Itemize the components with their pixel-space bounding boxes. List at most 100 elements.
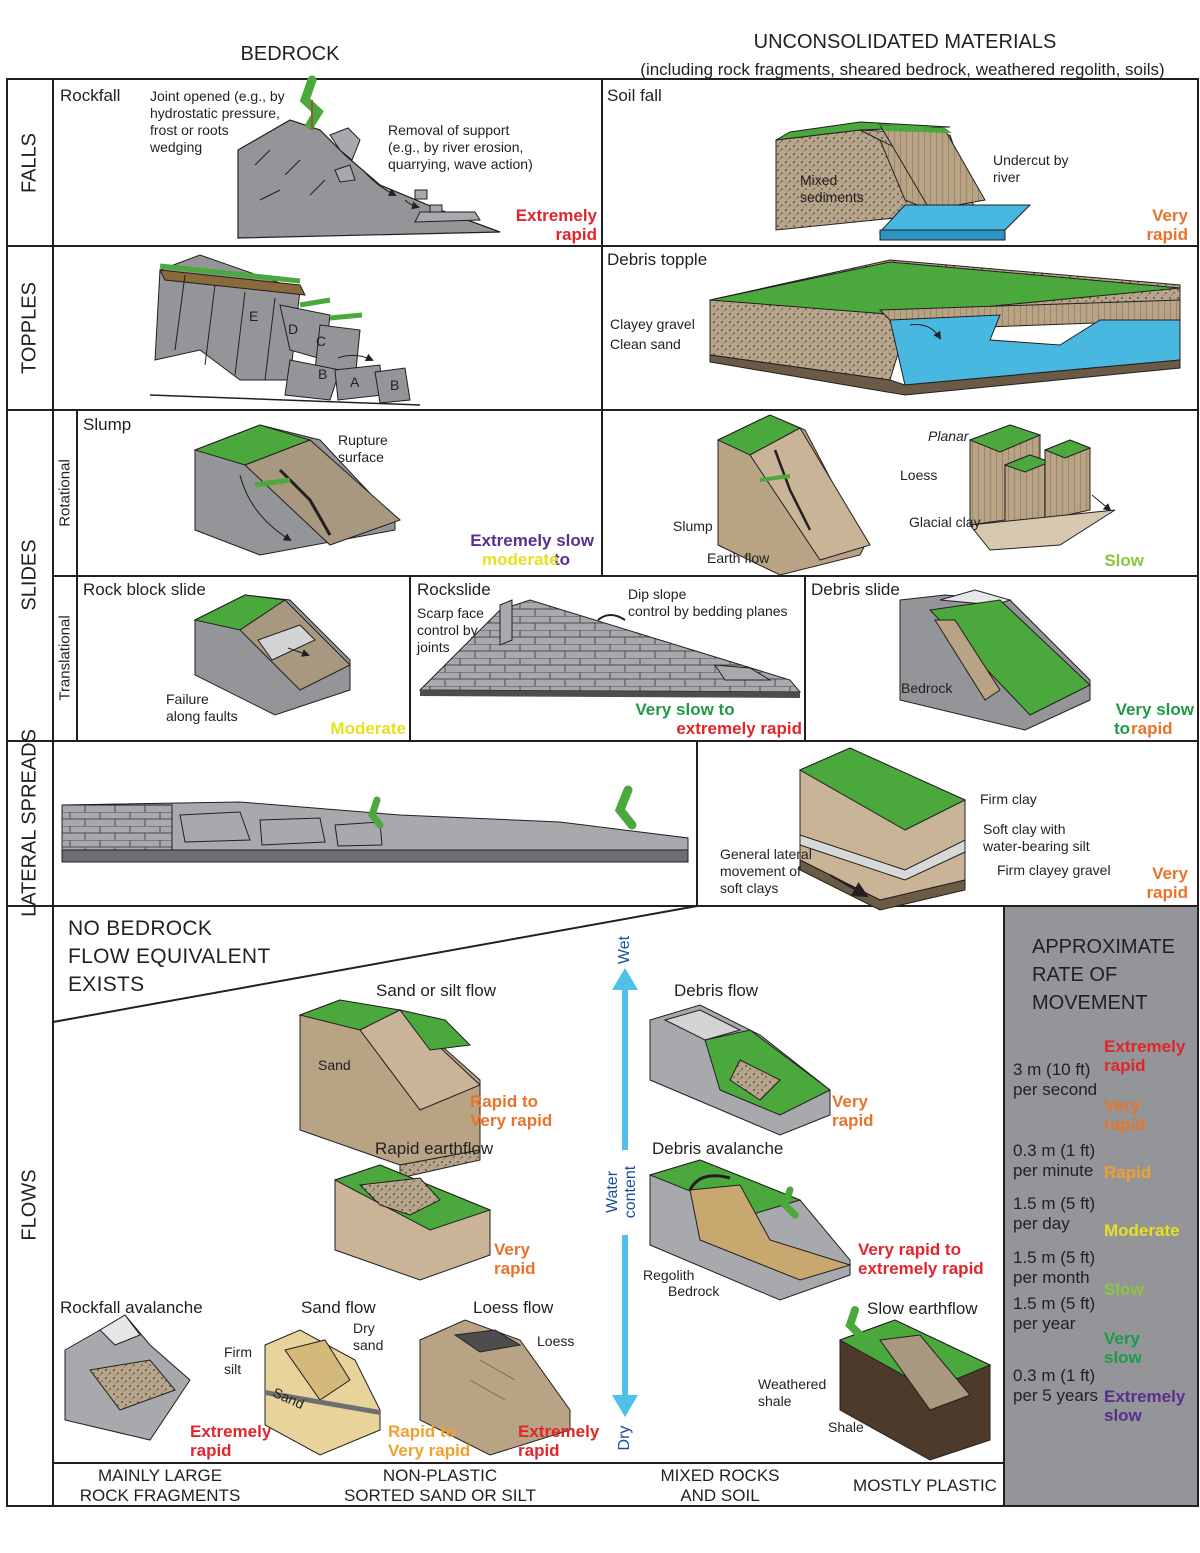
legend-rate-moderate: Moderate xyxy=(1104,1221,1180,1240)
debris-flow-illustration xyxy=(649,1004,831,1136)
block-e: E xyxy=(249,308,259,324)
legend-speed-5: 1.5 m (5 ft) per year xyxy=(1013,1294,1096,1333)
joint-note: Joint opened (e.g., by hydrostatic press… xyxy=(150,88,285,155)
legend-rate-very-slow: Very slow xyxy=(1104,1329,1142,1367)
soil-fall-title: Soil fall xyxy=(607,86,662,105)
firm-clayey-gravel-label: Firm clayey gravel xyxy=(997,862,1111,878)
loess-flow-illustration xyxy=(419,1319,571,1456)
soft-clay-label: Soft clay with water-bearing silt xyxy=(983,821,1090,854)
sand-flow-rate: Rapid to Very rapid xyxy=(388,1422,471,1460)
slump-rate-2a: to xyxy=(553,550,570,569)
dip-slope-label: Dip slope control by bedding planes xyxy=(628,586,788,619)
rapid-earthflow-title: Rapid earthflow xyxy=(375,1139,494,1158)
header-unconsolidated: UNCONSOLIDATED MATERIALS xyxy=(753,31,1057,53)
shale-label: Shale xyxy=(828,1419,864,1435)
legend-rate-rapid: Rapid xyxy=(1104,1163,1152,1182)
debris-slide-rate-1: Very slow xyxy=(1115,700,1194,719)
debris-slide-rate-2a: to xyxy=(1113,719,1130,738)
bottom-col1: MAINLY LARGE ROCK FRAGMENTS xyxy=(79,1466,241,1505)
debris-slide-illustration xyxy=(899,589,1091,731)
rapid-earthflow-rate: Very rapid xyxy=(494,1240,536,1278)
slow-earthflow-illustration xyxy=(838,1306,992,1461)
firm-silt-label: Firm silt xyxy=(224,1344,252,1377)
legend-speed-4: 1.5 m (5 ft) per month xyxy=(1013,1248,1096,1287)
clean-sand-label: Clean sand xyxy=(610,336,681,352)
soil-fall-rate: Very rapid xyxy=(1146,206,1188,244)
rockfall-illustration xyxy=(237,75,501,239)
regolith-label: Regolith xyxy=(643,1267,695,1283)
topples-illustration xyxy=(149,254,421,406)
soil-fall-illustration xyxy=(775,121,1032,241)
general-lateral-label: General lateral movement of soft clays xyxy=(720,846,812,896)
block-b2: B xyxy=(390,377,400,393)
legend-panel xyxy=(1003,905,1199,1507)
earth-flow-label: Earth flow xyxy=(707,550,770,566)
rockfall-avalanche-rate: Extremely rapid xyxy=(190,1422,272,1460)
dry-sand-label: Dry sand xyxy=(353,1320,384,1353)
rockfall-rate: Extremely rapid xyxy=(515,206,597,244)
legend-speed-1: 3 m (10 ft) per second xyxy=(1013,1060,1098,1099)
rapid-earthflow-illustration xyxy=(333,1164,492,1281)
legend-rate-slow: Slow xyxy=(1104,1280,1144,1299)
loess-label: Loess xyxy=(900,467,938,483)
sand-silt-rate: Rapid to Very rapid xyxy=(470,1092,553,1130)
slump-illustration xyxy=(193,424,401,556)
lateral-spread-clay-illustration xyxy=(798,747,967,911)
slump-title: Slump xyxy=(83,415,132,434)
planar-slide-illustration xyxy=(968,424,1116,551)
row-label-topples: TOPPLES xyxy=(18,282,41,374)
bottom-col4: MOSTLY PLASTIC xyxy=(853,1476,997,1495)
loess-flow-rate: Extremely rapid xyxy=(518,1422,600,1460)
legend-speed-3: 1.5 m (5 ft) per day xyxy=(1013,1194,1096,1233)
clayey-gravel-label: Clayey gravel xyxy=(610,316,695,332)
debris-avalanche-title: Debris avalanche xyxy=(652,1139,784,1158)
firm-clay-label: Firm clay xyxy=(980,791,1037,807)
rockslide-rate-2: extremely rapid xyxy=(676,719,802,738)
sand-flow-title: Sand flow xyxy=(301,1298,376,1317)
header-bedrock: BEDROCK xyxy=(240,43,340,65)
legend-speed-6: 0.3 m (1 ft) per 5 years xyxy=(1013,1366,1099,1405)
debris-slide-title: Debris slide xyxy=(811,580,900,599)
wet-label: Wet xyxy=(616,935,633,965)
block-c: C xyxy=(316,333,327,349)
dry-label: Dry xyxy=(616,1425,633,1451)
sand-silt-flow-illustration xyxy=(298,999,481,1179)
legend-title: APPROXIMATE RATE OF MOVEMENT xyxy=(1032,936,1175,1014)
rockfall-avalanche-title: Rockfall avalanche xyxy=(60,1298,203,1317)
sand-label: Sand xyxy=(318,1057,351,1073)
block-a: A xyxy=(350,374,360,390)
sand-silt-flow-title: Sand or silt flow xyxy=(376,981,496,1000)
slow-earthflow-title: Slow earthflow xyxy=(867,1299,978,1318)
no-bedrock-flow-note: NO BEDROCK FLOW EQUIVALENT EXISTS xyxy=(68,917,271,996)
debris-flow-rate: Very rapid xyxy=(832,1092,874,1130)
mixed-sediments-label: Mixed sediments xyxy=(800,172,864,205)
undercut-label: Undercut by river xyxy=(993,152,1069,185)
row-label-falls: FALLS xyxy=(18,132,41,194)
debris-avalanche-rate: Very rapid to extremely rapid xyxy=(858,1240,984,1278)
slump-rate-2b: moderate xyxy=(482,550,559,569)
grid-lines xyxy=(6,78,1199,1507)
rock-block-rate: Moderate xyxy=(330,719,406,738)
slide-slump-earthflow-illustration xyxy=(716,414,871,576)
bottom-col3: MIXED ROCKS AND SOIL xyxy=(660,1466,780,1505)
lateral-spread-bedrock-illustration xyxy=(61,785,689,863)
slide-slump-label: Slump xyxy=(673,518,713,534)
row-label-translational: Translational xyxy=(56,615,74,701)
row-label-flows: FLOWS xyxy=(18,1169,41,1241)
sand-flow-illustration xyxy=(264,1329,381,1456)
slump-rate-1: Extremely slow xyxy=(470,531,594,550)
block-d: D xyxy=(288,321,299,337)
bottom-col2: NON-PLASTIC SORTED SAND OR SILT xyxy=(343,1466,537,1505)
rupture-surface-label: Rupture surface xyxy=(338,432,388,465)
legend-rate-very-rapid: Very rapid xyxy=(1104,1096,1146,1134)
lateral-rate: Very rapid xyxy=(1146,864,1188,902)
planar-rate: Slow xyxy=(1104,551,1144,570)
rockslide-illustration xyxy=(418,599,802,698)
water-content-label: Water content xyxy=(604,1165,639,1219)
rockslide-title: Rockslide xyxy=(417,580,491,599)
scarp-face-label: Scarp face control by joints xyxy=(417,605,484,655)
failure-faults-label: Failure along faults xyxy=(166,691,238,724)
planar-label: Planar xyxy=(928,428,969,444)
row-label-rotational: Rotational xyxy=(56,459,74,527)
